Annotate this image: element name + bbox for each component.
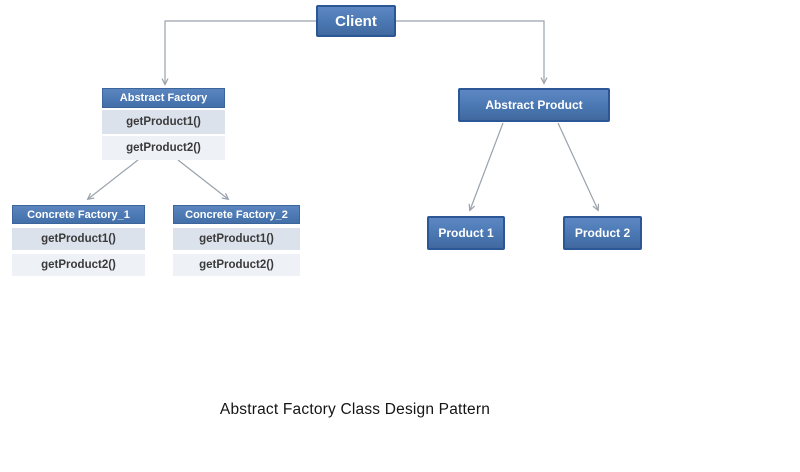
concrete-factory-2-method-2: getProduct2() (173, 254, 300, 276)
concrete-factory-1-method-1: getProduct1() (12, 228, 145, 250)
abstract-factory-header: Abstract Factory (102, 88, 225, 108)
node-product-2: Product 2 (563, 216, 642, 250)
node-product-1-label: Product 1 (438, 226, 494, 240)
concrete-factory-1-header: Concrete Factory_1 (12, 205, 145, 224)
node-abstract-product-label: Abstract Product (485, 98, 583, 112)
abstract-factory-method-2: getProduct2() (102, 136, 225, 160)
edge-abstract-product-to-product-2 (557, 122, 600, 212)
node-product-2-label: Product 2 (574, 226, 631, 240)
concrete-factory-2-header: Concrete Factory_2 (173, 205, 300, 224)
node-product-1: Product 1 (427, 216, 505, 250)
edge-abstract-factory-to-concrete-factory-1 (86, 159, 139, 201)
edge-client-to-abstract-product (396, 20, 548, 85)
node-client: Client (316, 5, 396, 37)
diagram-title: Abstract Factory Class Design Pattern (219, 401, 491, 418)
concrete-factory-2-method-1: getProduct1() (173, 228, 300, 250)
edge-client-to-abstract-factory (161, 20, 316, 86)
edge-abstract-product-to-product-1 (468, 122, 504, 212)
concrete-factory-1-method-2: getProduct2() (12, 254, 145, 276)
node-abstract-factory: Abstract Factory getProduct1() getProduc… (102, 88, 225, 160)
node-concrete-factory-2: Concrete Factory_2 getProduct1() getProd… (173, 205, 300, 276)
edge-abstract-factory-to-concrete-factory-2 (177, 159, 230, 201)
node-client-label: Client (335, 12, 377, 30)
abstract-factory-method-1: getProduct1() (102, 110, 225, 134)
node-abstract-product: Abstract Product (458, 88, 610, 122)
node-concrete-factory-1: Concrete Factory_1 getProduct1() getProd… (12, 205, 145, 276)
